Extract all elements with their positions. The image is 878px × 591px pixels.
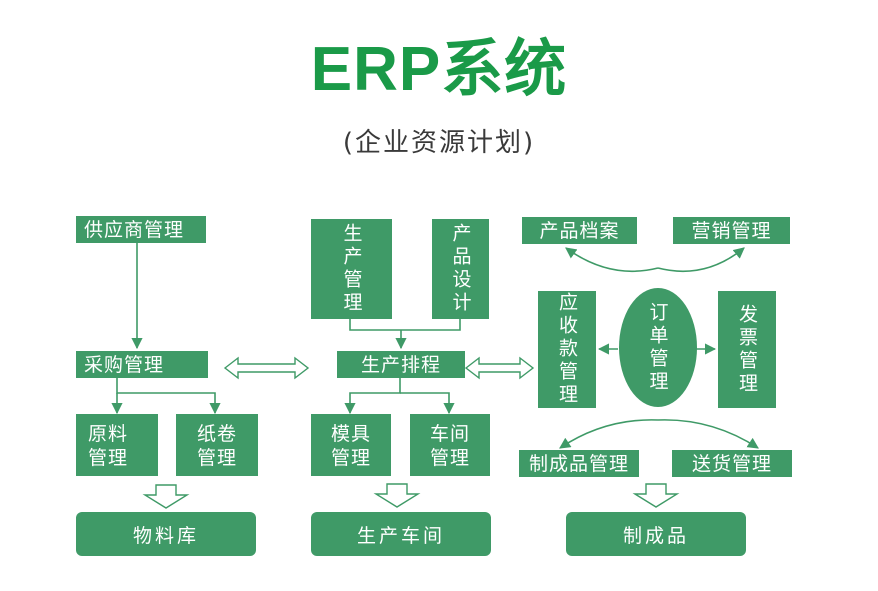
arrow-to-delivery [657,419,759,449]
production-mgmt-label: 生产管理 [340,223,363,315]
arrow-to-product-archive [565,247,659,273]
production-mgmt-box: 生产管理 [311,219,392,319]
production-workshop-store: 生产车间 [311,512,491,556]
mold-label: 模具管理 [330,423,371,469]
purchase-box: 采购管理 [76,351,208,378]
raw-material-label: 原料管理 [87,423,128,469]
down-arrow-middle [373,483,421,508]
page-subtitle: (企业资源计划) [342,128,536,158]
double-arrow-left-middle [223,356,310,380]
receivables-box: 应收款管理 [538,291,596,408]
double-arrow-middle-right [464,356,535,380]
finished-goods-store: 制成品 [566,512,746,556]
workshop-box: 车间管理 [410,414,490,476]
paper-roll-label: 纸卷管理 [196,423,237,469]
material-store: 物料库 [76,512,256,556]
raw-material-box: 原料管理 [76,414,158,476]
supplier-box: 供应商管理 [76,216,206,243]
delivery-box: 送货管理 [672,450,792,477]
arrow-purchase-split [116,378,221,415]
invoice-box: 发票管理 [718,291,776,408]
order-label: 订单管理 [646,301,669,394]
workshop-label: 车间管理 [429,423,470,469]
receivables-label: 应收款管理 [556,292,578,407]
marketing-box: 营销管理 [673,217,790,244]
arrow-design-merge [349,319,461,331]
finished-mgmt-box: 制成品管理 [519,450,639,477]
down-arrow-right [632,483,680,508]
product-design-label: 产品设计 [449,223,472,315]
product-archive-box: 产品档案 [522,217,637,244]
order-oval: 订单管理 [619,288,697,407]
scheduling-box: 生产排程 [337,351,465,378]
invoice-label: 发票管理 [736,303,758,396]
arrow-scheduling-to-workshop [400,392,455,415]
paper-roll-box: 纸卷管理 [176,414,258,476]
mold-box: 模具管理 [311,414,391,476]
down-arrow-left [142,484,190,509]
arrow-to-marketing [657,247,745,273]
arrow-to-finished [559,419,659,449]
product-design-box: 产品设计 [432,219,489,319]
arrow-scheduling-split [344,378,401,415]
page-title: ERP系统 [310,35,568,104]
